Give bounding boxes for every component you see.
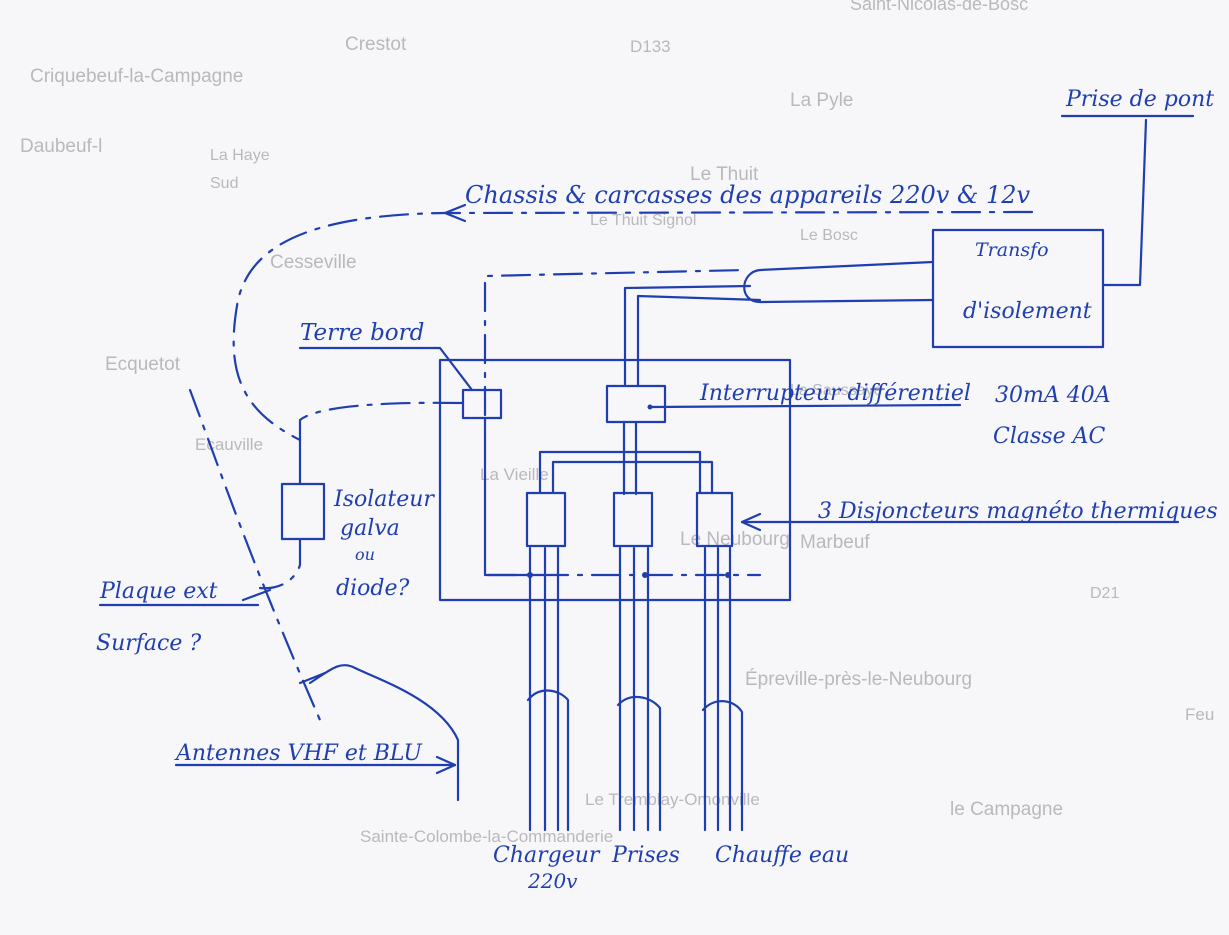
rcd-block — [605, 384, 667, 424]
map-label: Le Bosc — [800, 227, 858, 244]
map-label: Le Thuit Signol — [590, 212, 696, 229]
cable-coil — [743, 268, 935, 304]
map-label: Criquebeuf-la-Campagne — [30, 66, 243, 87]
earth-bus-vertical — [483, 416, 542, 577]
isolateur-label: diode? — [336, 576, 409, 601]
isolateur-label: galva — [340, 516, 400, 541]
map-label: Épreville-près-le-Neubourg — [745, 669, 972, 690]
map-label: Sainte-Colombe-la-Commanderie — [360, 827, 613, 846]
map-label: La Saussaye — [790, 382, 883, 399]
map-label: D21 — [1090, 585, 1119, 602]
breaker-prises — [612, 491, 654, 548]
transfo-box — [931, 228, 1105, 349]
cable-chargeur — [528, 546, 560, 832]
plaque-label: Plaque ext — [99, 579, 218, 604]
chargeur-label: Chargeur — [493, 843, 601, 868]
rating-label: 30mA 40A — [995, 383, 1111, 408]
prise-de-pont-label: Prise de pont — [1065, 87, 1214, 112]
bus-a — [538, 450, 702, 494]
earth-cable-top — [483, 268, 747, 417]
isolator-out — [258, 538, 302, 590]
terre-to-isolator — [298, 401, 465, 442]
transfo-label: Transfo — [975, 239, 1049, 261]
interrupteur-label: Interrupteur différentiel — [699, 381, 971, 406]
cable-to-transfo — [758, 260, 935, 272]
chauffe-eau-label: Chauffe eau — [715, 843, 849, 868]
cable-chauffe-eau — [703, 546, 732, 832]
map-label: Le Thuit — [690, 164, 759, 185]
rcd-leader — [650, 403, 962, 409]
sheath-prises — [616, 695, 662, 832]
map-label: le Campagne — [950, 799, 1063, 820]
phase-cable-top-a — [623, 284, 752, 387]
phase-cable-top-b — [636, 294, 762, 387]
terre-bord-block — [461, 388, 503, 420]
deck-plug-wire — [1101, 118, 1148, 287]
isolateur-label: ou — [355, 545, 375, 564]
map-label: Daubeuf-l — [20, 136, 102, 157]
map-label: D133 — [630, 37, 671, 56]
breaker-chargeur — [525, 491, 567, 548]
sheath-chauffe-eau — [701, 700, 744, 832]
map-label: La Pyle — [790, 90, 853, 111]
earth-tap — [642, 572, 648, 578]
map-label: La Haye — [210, 147, 270, 164]
arrow-head — [435, 755, 457, 775]
plate-ground-line — [188, 388, 322, 722]
breaker-chauffe-eau — [695, 491, 734, 548]
transfo-label: d'isolement — [963, 299, 1092, 324]
map-label: Crestot — [345, 34, 407, 55]
classe-label: Classe AC — [993, 424, 1105, 449]
map-label: Saint-Nicolas-de-Bosc — [850, 0, 1028, 14]
map-label: Le Tremblay-Omonville — [585, 790, 760, 809]
sheath-chargeur — [526, 689, 570, 832]
terre-bord-label: Terre bord — [300, 320, 424, 346]
surface-label: Surface ? — [96, 631, 201, 656]
cable-prises — [618, 546, 650, 832]
prises-label: Prises — [611, 843, 680, 868]
map-label: Marbeuf — [800, 532, 870, 553]
bus-b — [551, 460, 714, 494]
map-label: La Vieille — [480, 465, 549, 484]
panel-enclosure — [438, 358, 792, 602]
isolateur-label: Isolateur — [333, 487, 435, 512]
disjoncteurs-label: 3 Disjoncteurs magnéto thermiques — [818, 499, 1218, 524]
terre-bord-leader — [298, 346, 474, 392]
map-label: Sud — [210, 175, 238, 192]
map-label: Feu — [1185, 705, 1214, 724]
antenna-cable — [308, 664, 460, 802]
chassis-earth-loop — [232, 210, 1034, 442]
arrow-head — [740, 512, 762, 532]
isolator-block — [280, 482, 326, 541]
arrow-head — [443, 203, 467, 223]
map-label: Cesseville — [270, 252, 357, 273]
antennes-label: Antennes VHF et BLU — [174, 741, 423, 766]
chargeur-voltage-label: 220v — [527, 869, 578, 893]
map-label: Ecquetot — [105, 354, 181, 375]
map-label: Le Neubourg — [680, 529, 790, 550]
rcd-terminal — [647, 404, 653, 410]
chassis-label: Chassis & carcasses des appareils 220v &… — [465, 181, 1030, 209]
